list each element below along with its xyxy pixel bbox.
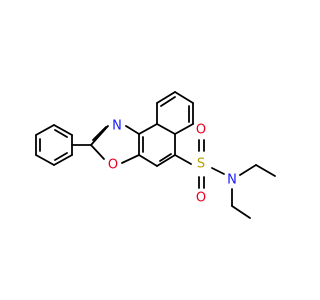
atom-label-o-sulfonyl-top: O xyxy=(196,123,206,138)
atom-label-s-sulfonyl: S xyxy=(197,157,205,172)
background xyxy=(0,0,300,300)
atom-label-n-amine: N xyxy=(227,173,237,188)
atom-label-o-oxazole: O xyxy=(108,158,118,173)
molecule-structure: N O S O O N xyxy=(0,0,300,300)
ethyl-chains xyxy=(231,164,276,219)
sulfonamide-group xyxy=(174,139,225,189)
oxazole-ring xyxy=(71,125,140,164)
naphthalene-core xyxy=(138,91,194,167)
atom-label-n-oxazole: N xyxy=(112,119,122,134)
atom-label-o-sulfonyl-bottom: O xyxy=(196,191,206,206)
